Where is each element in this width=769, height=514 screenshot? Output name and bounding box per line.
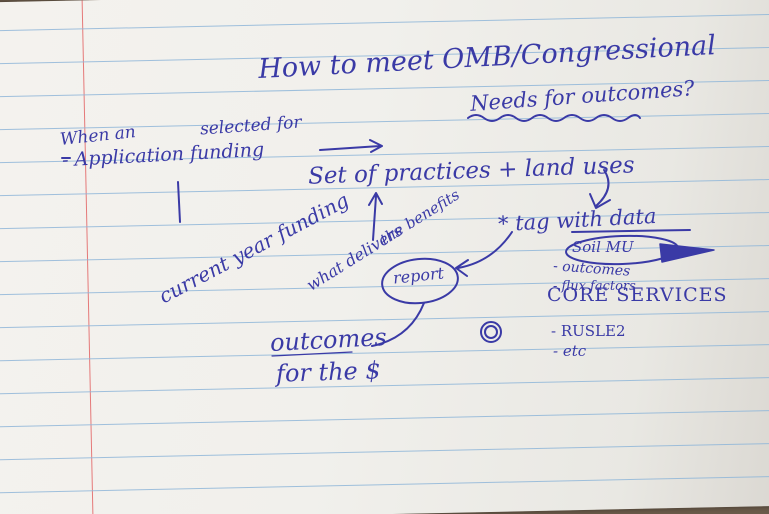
outcomes-underline bbox=[271, 351, 353, 357]
note-core-services: CORE SERVICES bbox=[547, 284, 728, 306]
arrow-up bbox=[368, 192, 383, 241]
note-etc: - etc bbox=[553, 342, 587, 360]
double-circle-mark bbox=[480, 321, 502, 343]
report-to-outcomes bbox=[371, 302, 425, 347]
wavy-underline bbox=[467, 114, 641, 122]
note-rusle2: - RUSLE2 bbox=[551, 322, 626, 340]
vertical-line bbox=[177, 181, 181, 223]
tag-underline bbox=[571, 229, 691, 233]
arrow-right bbox=[319, 139, 383, 153]
note-flux-factors: - flux factors bbox=[553, 279, 636, 294]
report-circle bbox=[381, 257, 459, 305]
double-circle-mark bbox=[484, 325, 498, 339]
arrow-to-report bbox=[455, 231, 513, 277]
note-soil-mu: Soil MU bbox=[572, 238, 634, 256]
scribble-arrowhead bbox=[659, 243, 715, 263]
arrow-down-to-tag bbox=[589, 169, 611, 209]
